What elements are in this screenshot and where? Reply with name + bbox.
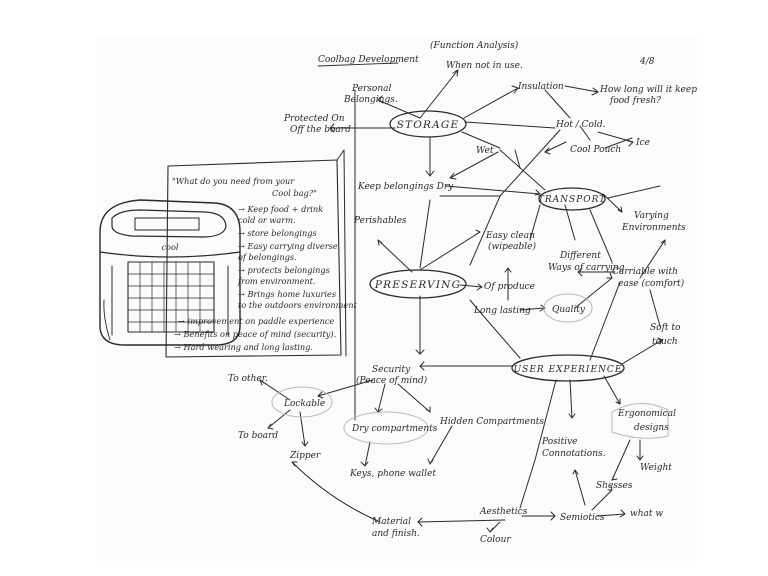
page-number: 4/8: [639, 57, 655, 67]
preserving-ellipse: [369, 269, 467, 299]
node-how-long: How long will it keep: [599, 85, 697, 95]
node-keys-phone-wallet: Keys, phone wallet: [349, 469, 436, 479]
node-peace-of-mind: (Peace of mind): [356, 375, 428, 386]
note-item-10: → improvement on paddle experience: [178, 316, 334, 326]
node-of-produce: Of produce: [484, 282, 535, 292]
node-varying: Varying: [634, 211, 669, 221]
node-environments: Environments: [621, 223, 686, 233]
node-hidden-compartments: Hidden Compartments: [439, 417, 544, 427]
node-hot-cold: Hot / Cold.: [555, 120, 606, 130]
sidebar-panel: [165, 149, 347, 358]
note-item-4: → Easy carrying diverse: [238, 241, 338, 251]
node-long-lasting: Long lasting: [473, 306, 531, 316]
node-off-the-board: Off the board: [290, 125, 351, 135]
node-personal: Personal: [351, 84, 391, 94]
node-storage: STORAGE: [397, 119, 460, 131]
node-easy-clean: Easy clean: [485, 231, 535, 241]
node-what-w: what w: [630, 509, 663, 519]
node-aesthetics: Aesthetics: [479, 507, 528, 517]
node-easy-clean-2: (wipeable): [488, 241, 537, 252]
connectors: [259, 69, 666, 533]
note-item-11: → Benefits on peace of mind (security).: [174, 329, 336, 339]
node-designs: designs: [634, 423, 669, 433]
header: Coolbag Development (Function Analysis) …: [317, 40, 655, 67]
node-labels: When not in use. Insulation How long wil…: [228, 61, 697, 545]
sidebar-note: "What do you need from your Cool bag?" →…: [172, 176, 358, 352]
node-soft-to: Soft to: [650, 323, 681, 333]
note-item-5: of belongings.: [238, 252, 297, 262]
node-ways-of-carrying: Ways of carrying: [548, 263, 625, 273]
node-and-finish: and finish.: [372, 529, 420, 539]
node-insulation: Insulation: [517, 82, 564, 92]
arrowheads: [259, 69, 666, 533]
node-preserving: PRESERVING: [374, 279, 461, 291]
note-heading-2: Cool bag?": [272, 188, 317, 198]
secondary-bubbles: [271, 293, 669, 445]
user-experience-ellipse: [511, 354, 625, 382]
cool-bag-sketch: cool: [99, 199, 241, 346]
node-cool-pouch: Cool Pouch: [570, 145, 621, 155]
node-material: Material: [371, 517, 411, 527]
note-item-3: → store belongings: [238, 228, 317, 238]
node-weight: Weight: [640, 463, 672, 473]
node-quality: Quality: [552, 305, 586, 315]
node-positive: Positive: [541, 437, 578, 447]
node-colour: Colour: [480, 535, 511, 545]
storage-ellipse: [389, 110, 467, 138]
node-touch: touch: [652, 337, 678, 347]
node-carriable: Carriable with: [612, 267, 678, 277]
transport-ellipse: [538, 187, 606, 211]
node-lockable: Lockable: [283, 399, 325, 409]
node-ice: Ice: [635, 138, 650, 148]
node-user-experience: USER EXPERIENCE: [514, 365, 623, 375]
node-to-board: To board: [238, 431, 278, 441]
node-perishables: Perishables: [353, 216, 407, 226]
note-heading: "What do you need from your: [172, 176, 295, 186]
main-concepts: [369, 110, 625, 382]
page-subtitle: (Function Analysis): [430, 40, 519, 51]
node-connotations: Connotations.: [542, 449, 606, 459]
note-item-8: → Brings home luxuries: [238, 289, 336, 299]
note-item-6: → protects belongings: [238, 265, 330, 275]
node-transport: TRANSPORT: [538, 195, 606, 205]
node-to-other: To other.: [228, 374, 268, 384]
node-different: Different: [559, 251, 601, 261]
node-semiotics: Semiotics: [560, 513, 605, 523]
sketch-brand-label: cool: [161, 242, 178, 252]
note-item-1: → Keep food + drink: [238, 204, 323, 214]
note-item-12: → Hard wearing and long lasting.: [174, 342, 313, 352]
node-keep-dry: Keep belongings Dry: [357, 182, 454, 192]
node-belongings: Belongings.: [343, 95, 398, 105]
note-item-2: cold or warm.: [238, 215, 296, 225]
node-ergonomical: Ergonomical: [617, 409, 676, 419]
node-security: Security: [372, 365, 411, 375]
node-wet: Wet: [476, 146, 494, 156]
page-title: Coolbag Development: [318, 55, 419, 65]
node-dry-compartments: Dry compartments: [351, 424, 438, 434]
note-item-9: to the outdoors environment: [238, 300, 358, 310]
node-when-not-in-use: When not in use.: [446, 61, 523, 71]
node-shesses: Shesses: [596, 481, 633, 491]
node-protected-on: Protected On: [283, 114, 345, 124]
paper-sheet: [97, 36, 697, 561]
node-ease-comfort: ease (comfort): [618, 278, 685, 289]
node-how-long-2: food fresh?: [609, 96, 661, 106]
note-item-7: from environment.: [237, 276, 316, 286]
node-zipper: Zipper: [289, 451, 321, 461]
